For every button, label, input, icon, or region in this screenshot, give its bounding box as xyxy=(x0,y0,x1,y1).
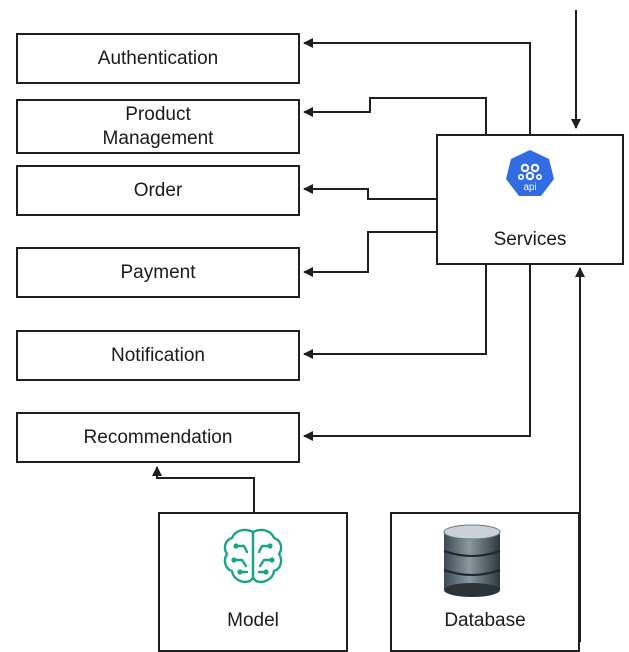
model-box[interactable]: Model xyxy=(158,512,348,652)
recommendation-box[interactable]: Recommendation xyxy=(16,412,300,463)
notification-box[interactable]: Notification xyxy=(16,330,300,381)
api-badge-text: api xyxy=(523,182,536,193)
authentication-label: Authentication xyxy=(97,47,219,69)
arrow-to-product-management xyxy=(303,97,487,135)
order-label: Order xyxy=(133,179,183,201)
database-label: Database xyxy=(444,610,526,631)
services-box[interactable]: api Services xyxy=(436,134,624,265)
recommendation-label: Recommendation xyxy=(83,426,233,448)
payment-label: Payment xyxy=(120,261,196,283)
model-label: Model xyxy=(227,610,279,631)
database-cylinder-icon xyxy=(443,524,501,597)
notification-label: Notification xyxy=(111,344,205,366)
authentication-box[interactable]: Authentication xyxy=(16,33,300,84)
payment-box[interactable]: Payment xyxy=(16,247,300,298)
arrow-to-recommendation xyxy=(303,264,531,441)
product-management-box[interactable]: Product Management xyxy=(16,99,300,154)
arrow-to-order xyxy=(303,184,436,200)
arrow-model-to-recommendation xyxy=(152,466,255,512)
api-icon: api xyxy=(506,150,554,196)
product-management-label-line2: Management xyxy=(102,127,214,149)
order-box[interactable]: Order xyxy=(16,165,300,216)
services-label: Services xyxy=(493,229,567,250)
neural-brain-icon xyxy=(223,528,283,584)
arrow-to-payment xyxy=(303,231,436,277)
arrow-to-notification xyxy=(303,264,487,359)
product-management-label-line1: Product xyxy=(125,103,191,125)
database-box[interactable]: Database xyxy=(390,512,580,652)
arrow-to-authentication xyxy=(303,38,531,135)
